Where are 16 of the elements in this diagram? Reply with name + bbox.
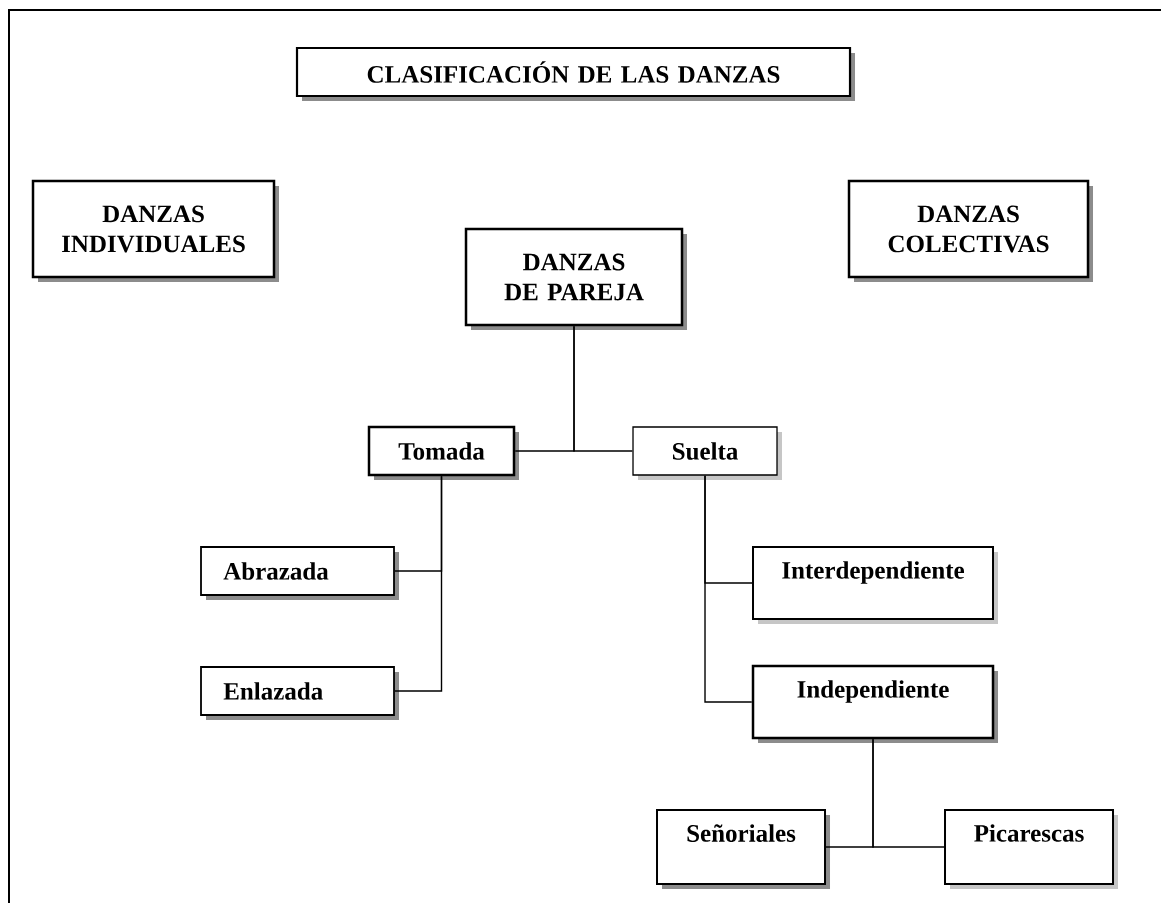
category-box: Señoriales — [656, 809, 830, 889]
category-box: DANZAS INDIVIDUALES — [31, 179, 279, 282]
connector-line — [394, 475, 443, 692]
category-box: Independiente — [751, 664, 998, 743]
category-box: DANZAS DE PAREJA — [464, 227, 687, 330]
category-box: Interdependiente — [752, 546, 998, 624]
connector-line — [573, 325, 634, 452]
category-box: Suelta — [632, 426, 782, 480]
category-box: CLASIFICACIÓN DE LAS DANZAS — [295, 46, 855, 101]
connector-line — [872, 738, 945, 848]
category-box: Abrazada — [200, 546, 399, 600]
category-box: DANZAS COLECTIVAS — [847, 179, 1093, 282]
category-box: Tomada — [367, 425, 519, 480]
category-box: Enlazada — [200, 666, 399, 720]
category-box: Picarescas — [944, 809, 1118, 889]
connector-line — [704, 474, 753, 703]
